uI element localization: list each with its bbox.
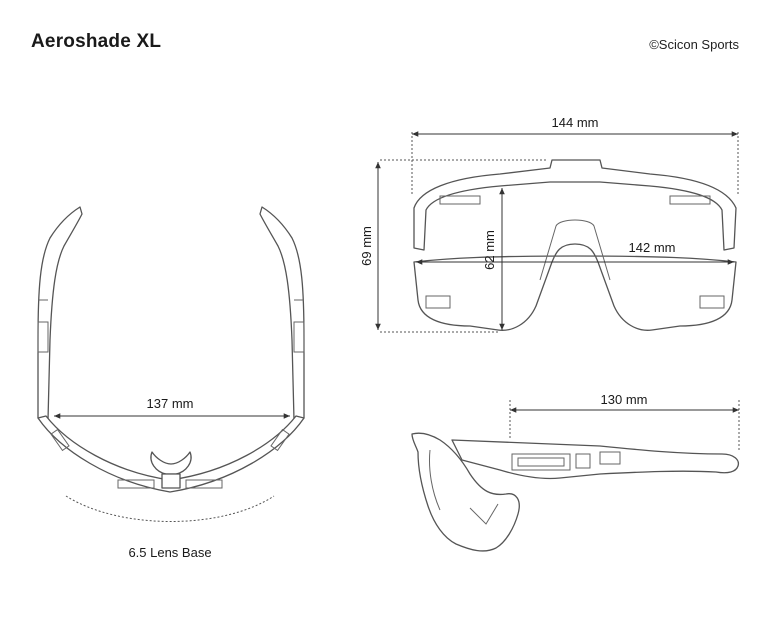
side-view-lens <box>411 432 520 552</box>
front-view-vents <box>425 195 725 309</box>
top-view-bridge <box>161 473 181 489</box>
top-view-vents <box>50 428 290 489</box>
top-view-left-temple <box>37 206 83 421</box>
lens-base-arc <box>65 495 275 522</box>
front-view-lens <box>413 243 737 331</box>
top-view-hinges <box>37 299 305 353</box>
lens-base-label: 6.5 Lens Base <box>128 545 211 560</box>
side-view: 130 mm <box>411 392 740 552</box>
side-view-temple <box>451 439 740 480</box>
top-view-right-temple <box>259 206 305 421</box>
dim-label-144: 144 mm <box>552 115 599 130</box>
top-view: 137 mm 6.5 Lens Base <box>37 206 305 560</box>
side-view-temple-slots <box>511 451 621 471</box>
page-title: Aeroshade XL <box>31 31 162 52</box>
copyright-notice: ©Scicon Sports <box>649 37 739 52</box>
top-view-nose-pads <box>150 451 192 475</box>
dim-label-69: 69 mm <box>359 226 374 266</box>
front-view-nose <box>539 219 611 281</box>
dim-label-137: 137 mm <box>147 396 194 411</box>
top-view-frame <box>37 415 305 493</box>
front-view-frame <box>413 159 737 251</box>
dim-label-62: 62 mm <box>482 230 497 270</box>
front-view: 144 mm 69 mm 62 mm 142 mm <box>359 115 739 333</box>
dim-label-142: 142 mm <box>629 240 676 255</box>
dim-label-130: 130 mm <box>601 392 648 407</box>
